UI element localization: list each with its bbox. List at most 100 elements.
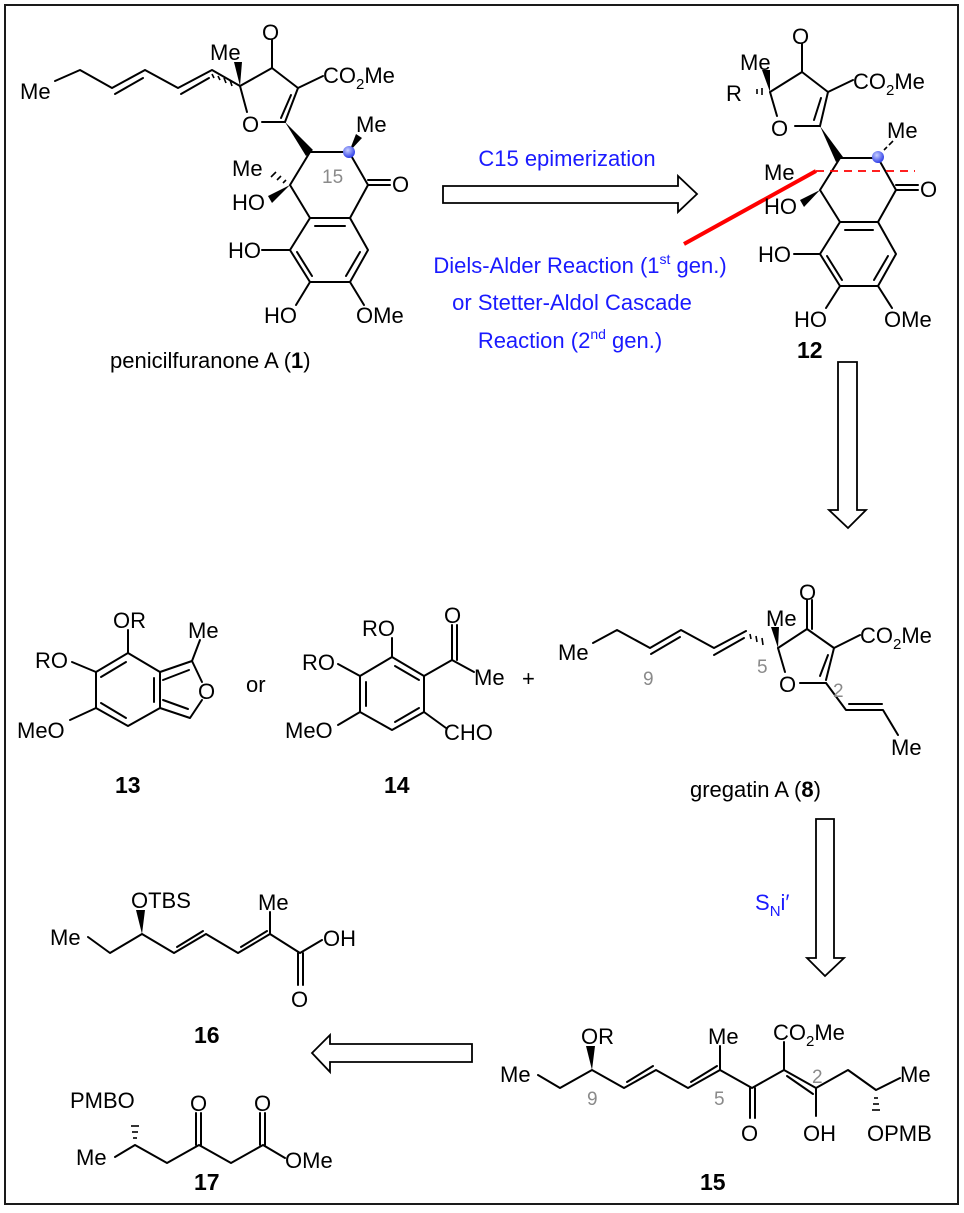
atom-number-9: 9	[643, 669, 654, 690]
compound-12-structure	[683, 43, 919, 309]
or-connector: or	[246, 672, 266, 697]
atom-otbs: OTBS	[131, 888, 191, 913]
atom-ho: HO	[758, 242, 791, 267]
atom-o: O	[920, 177, 937, 202]
atom-number-5: 5	[714, 1089, 725, 1110]
atom-o: O	[741, 1121, 758, 1146]
compound-12-label: 12	[797, 337, 823, 363]
atom-ho: HO	[228, 238, 261, 263]
compound-13-atom-labels: OR RO MeO Me O	[17, 608, 219, 743]
atom-ester: CO2Me	[860, 623, 932, 653]
compound-14-atom-labels: RO RO MeO O Me CHO	[285, 603, 505, 745]
atom-r: R	[726, 81, 742, 106]
compound-16-label: 16	[194, 1022, 220, 1048]
atom-number-15: 15	[322, 167, 343, 188]
atom-o: O	[779, 672, 796, 697]
atom-me: Me	[76, 1145, 107, 1170]
atom-or: OR	[113, 608, 146, 633]
atom-ome: OMe	[884, 307, 932, 332]
compound-16-atom-labels: OTBS Me Me OH O	[50, 888, 356, 1012]
atom-o: O	[799, 580, 816, 605]
compound-16-structure	[87, 910, 323, 986]
atom-o: O	[291, 987, 308, 1012]
compound-1-structure	[54, 39, 391, 306]
compound-12-atom-labels: Me R O CO2Me O Me Me HO O HO HO OMe	[726, 24, 937, 332]
plus-connector: +	[522, 666, 535, 691]
atom-me: Me	[20, 79, 51, 104]
disconnection-line	[683, 169, 817, 246]
atom-oh: OH	[323, 926, 356, 951]
retro-arrow-down-2	[804, 818, 847, 978]
atom-o: O	[190, 1091, 207, 1116]
compound-14-label: 14	[384, 772, 410, 798]
atom-o: O	[262, 20, 279, 45]
atom-ho: HO	[794, 307, 827, 332]
compound-8-name: gregatin A (8)	[690, 777, 821, 802]
atom-me: Me	[558, 640, 589, 665]
compound-8-atom-labels: Me 9 Me 5 O CO2Me O 2 Me	[558, 580, 932, 760]
atom-me: Me	[500, 1062, 531, 1087]
atom-number-9: 9	[587, 1089, 598, 1110]
disconnection-label-line1: Diels-Alder Reaction (1st gen.)	[433, 251, 726, 278]
compound-17-structure	[114, 1112, 286, 1164]
compound-1-atom-labels: Me Me O CO2Me O Me 15 O Me HO HO HO OMe	[20, 20, 409, 328]
epimerization-label: C15 epimerization	[478, 146, 655, 171]
scheme-frame	[4, 4, 959, 1205]
atom-pmbo: PMBO	[70, 1088, 135, 1113]
atom-me: Me	[708, 1024, 739, 1049]
atom-me: Me	[887, 118, 918, 143]
atom-ome: OMe	[356, 303, 404, 328]
atom-o: O	[242, 112, 259, 137]
atom-me: Me	[740, 50, 771, 75]
atom-me: Me	[50, 925, 81, 950]
compound-13-structure	[69, 629, 203, 727]
atom-ester: CO2Me	[853, 69, 925, 99]
atom-number-2: 2	[812, 1067, 823, 1088]
atom-o: O	[792, 24, 809, 49]
compound-13-label: 13	[115, 772, 141, 798]
atom-oh: OH	[803, 1121, 836, 1146]
compound-15-atom-labels: OR Me 9 Me 5 O CO2Me 2 OH Me OPMB	[500, 1020, 932, 1146]
atom-meo: MeO	[17, 718, 65, 743]
atom-o: O	[771, 116, 788, 141]
atom-ho: HO	[232, 190, 265, 215]
retro-arrow-right	[442, 173, 699, 215]
compound-17-label: 17	[194, 1169, 220, 1195]
atom-ro: RO	[302, 650, 335, 675]
atom-number-2: 2	[833, 681, 844, 702]
atom-o: O	[392, 172, 409, 197]
compound-17-atom-labels: PMBO Me O O OMe	[70, 1088, 333, 1173]
atom-me: Me	[891, 735, 922, 760]
disconnection-label-line3: Reaction (2nd gen.)	[478, 326, 662, 353]
atom-me: Me	[474, 665, 505, 690]
sni-prime-label: SNi′	[755, 890, 790, 920]
retro-arrow-left	[310, 1032, 473, 1075]
atom-me: Me	[258, 890, 289, 915]
atom-o: O	[198, 679, 215, 704]
compound-14-structure	[337, 624, 475, 731]
atom-cho: CHO	[444, 720, 493, 745]
atom-ester: CO2Me	[323, 63, 395, 93]
atom-me: Me	[188, 618, 219, 643]
atom-or: OR	[581, 1024, 614, 1049]
atom-ho: HO	[264, 303, 297, 328]
atom-ro: RO	[35, 648, 68, 673]
atom-ester: CO2Me	[773, 1020, 845, 1050]
c15-stereocenter-marker	[343, 146, 355, 158]
atom-opmb: OPMB	[867, 1121, 932, 1146]
atom-number-5: 5	[757, 657, 768, 678]
atom-me: Me	[766, 606, 797, 631]
compound-15-label: 15	[700, 1169, 726, 1195]
atom-me: Me	[356, 112, 387, 137]
atom-me: Me	[764, 160, 795, 185]
compound-1-name: penicilfuranone A (1)	[110, 348, 311, 373]
atom-me: Me	[900, 1062, 931, 1087]
atom-ro: RO	[362, 616, 395, 641]
atom-ome: OMe	[285, 1148, 333, 1173]
atom-o: O	[444, 603, 461, 628]
compound-8-structure	[592, 599, 899, 736]
retro-arrow-down-1	[826, 361, 869, 530]
atom-o: O	[254, 1091, 271, 1116]
atom-ho: HO	[764, 194, 797, 219]
